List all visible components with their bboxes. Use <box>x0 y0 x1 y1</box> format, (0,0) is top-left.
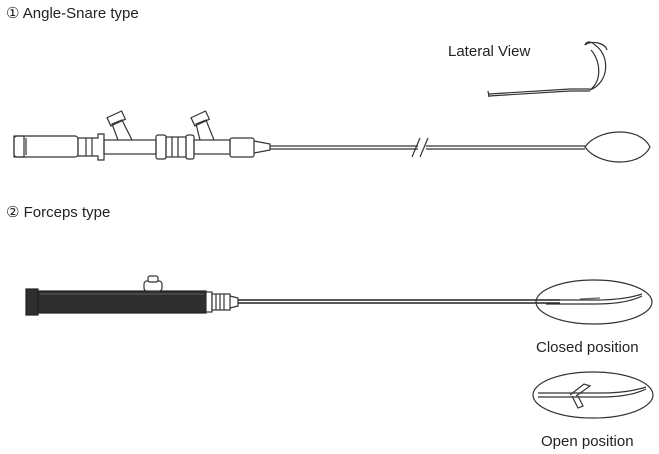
forceps-device <box>25 275 654 419</box>
snare-lateral-view <box>487 41 608 98</box>
lateral-view-label: Lateral View <box>448 43 531 60</box>
closed-position-label: Closed position <box>536 339 639 356</box>
angle-snare-title: ① Angle-Snare type <box>6 5 139 22</box>
open-position-label: Open position <box>541 433 634 450</box>
forceps-title: ② Forceps type <box>6 204 111 221</box>
angle-snare-device <box>13 110 651 163</box>
